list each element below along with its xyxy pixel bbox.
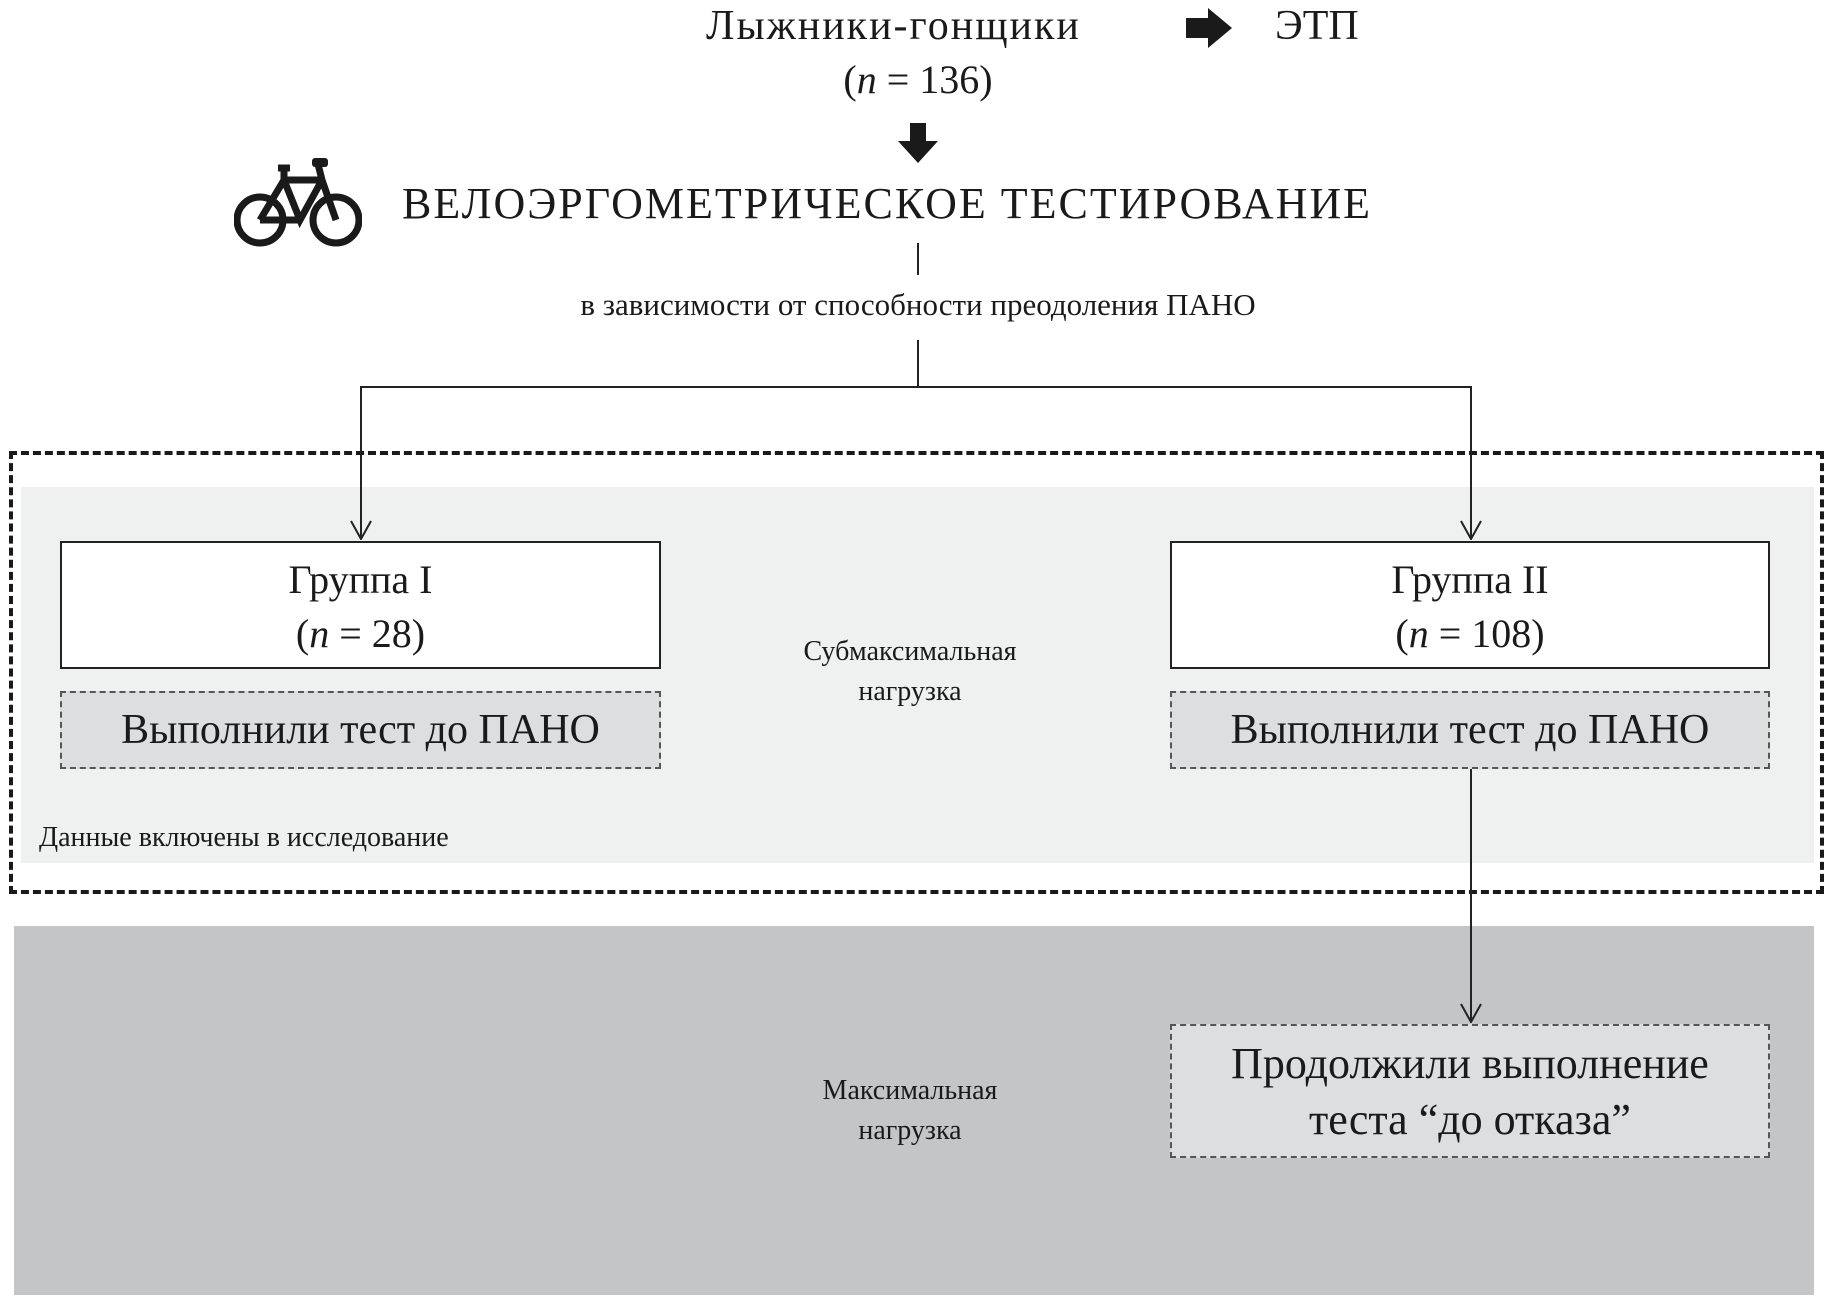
connector-group-1 <box>360 386 362 538</box>
right-arrow-icon <box>1186 8 1232 48</box>
sample-size: (n = 136) <box>818 56 1018 103</box>
connector <box>917 340 919 387</box>
paren: ( <box>843 57 857 102</box>
branch-connector <box>360 386 1472 388</box>
max-label: Максимальная нагрузка <box>760 1071 1060 1151</box>
paren: ( <box>295 611 310 656</box>
label-line: Максимальная <box>822 1075 998 1106</box>
group-title: Группа I <box>288 557 433 602</box>
source-label: Лыжники-гонщики <box>706 3 1081 49</box>
included-label: Данные включены в исследование <box>39 822 449 853</box>
label-line: нагрузка <box>858 1115 962 1146</box>
n-value: = 136) <box>876 57 993 102</box>
label-line: Продолжили выполнение <box>1231 1039 1709 1088</box>
n-value: = 108) <box>1428 611 1545 656</box>
continued-box: Продолжили выполнение теста “до отказа” <box>1170 1024 1770 1158</box>
label-line: теста “до отказа” <box>1309 1095 1631 1144</box>
connector-continued <box>1470 769 1472 1021</box>
connector-group-2 <box>1470 386 1472 538</box>
arrowhead-icon <box>350 520 372 540</box>
group-2-result: Выполнили тест до ПАНО <box>1170 691 1770 769</box>
group-title: Группа II <box>1391 557 1549 602</box>
paren: ( <box>1395 611 1409 656</box>
down-arrow-icon <box>898 123 938 163</box>
arrowhead-icon <box>1460 1003 1482 1023</box>
n-var: n <box>856 57 877 102</box>
target-label: ЭТП <box>1275 3 1359 49</box>
group-n: (n = 108) <box>1172 607 1768 661</box>
included-data-boundary <box>9 451 1824 894</box>
connector <box>917 243 919 275</box>
group-2-box: Группа II (n = 108) <box>1170 541 1770 669</box>
group-1-result: Выполнили тест до ПАНО <box>60 691 661 769</box>
n-var: n <box>309 611 330 656</box>
arrowhead-icon <box>1460 520 1482 540</box>
split-criterion: в зависимости от способности преодоления… <box>580 287 1256 322</box>
label-line: Субмаксимальная <box>803 636 1017 667</box>
label-line: нагрузка <box>858 676 962 707</box>
bicycle-icon <box>234 158 362 247</box>
test-title: ВЕЛОЭРГОМЕТРИЧЕСКОЕ ТЕСТИРОВАНИЕ <box>402 179 1373 228</box>
group-n: (n = 28) <box>62 607 659 661</box>
submax-label: Субмаксимальная нагрузка <box>760 632 1060 712</box>
n-var: n <box>1408 611 1429 656</box>
group-1-box: Группа I (n = 28) <box>60 541 661 669</box>
n-value: = 28) <box>329 611 426 656</box>
